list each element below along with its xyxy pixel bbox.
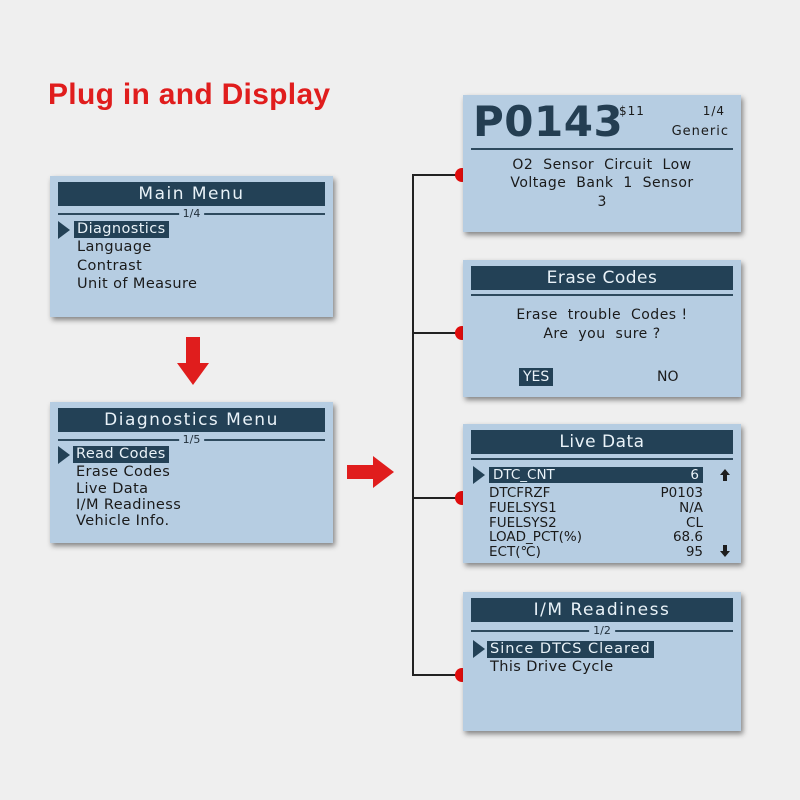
trouble-code: P0143 <box>473 97 624 146</box>
menu-item-vehicle-info[interactable]: Vehicle Info. <box>76 513 170 529</box>
selection-pointer-icon <box>58 221 70 239</box>
right-arrow-icon <box>347 456 394 488</box>
code-description-line-3: 3 <box>597 194 607 210</box>
menu-item-contrast[interactable]: Contrast <box>77 258 143 274</box>
erase-confirm-line-2: Are you sure ? <box>543 326 661 342</box>
pid-value: 68.6 <box>672 529 703 545</box>
scroll-down-icon[interactable] <box>720 545 730 557</box>
main-menu-title: Main Menu <box>58 182 325 206</box>
pid-value: 6 <box>690 467 699 483</box>
live-row[interactable]: FUELSYS2 CL <box>489 515 703 531</box>
pid-value: N/A <box>679 500 703 516</box>
erase-divider <box>471 294 733 296</box>
im-page-indicator: 1/2 <box>471 624 733 637</box>
live-row[interactable]: ECT(℃) 95 <box>489 544 703 560</box>
down-arrow-icon <box>177 337 209 385</box>
menu-item-live-data[interactable]: Live Data <box>76 481 149 497</box>
erase-codes-title: Erase Codes <box>471 266 733 290</box>
main-menu-page-indicator: 1/4 <box>58 207 325 220</box>
menu-item-language[interactable]: Language <box>77 239 152 255</box>
pid-name: FUELSYS2 <box>489 515 557 531</box>
branch-line-erase <box>412 332 462 334</box>
no-button[interactable]: NO <box>657 369 679 385</box>
live-row[interactable]: FUELSYS1 N/A <box>489 500 703 516</box>
trouble-code-screen: P0143 $11 1/4 Generic O2 Sensor Circuit … <box>463 95 741 232</box>
pid-name: FUELSYS1 <box>489 500 557 516</box>
live-row[interactable]: DTCFRZF P0103 <box>489 485 703 501</box>
menu-item-read-codes[interactable]: Read Codes <box>73 446 169 463</box>
live-row[interactable]: LOAD_PCT(%) 68.6 <box>489 529 703 545</box>
code-description-line-1: O2 Sensor Circuit Low <box>512 157 692 173</box>
diagnostics-menu-screen: Diagnostics Menu 1/5 Read Codes Erase Co… <box>50 402 333 543</box>
branch-vertical-line <box>412 174 414 676</box>
menu-item-this-drive-cycle[interactable]: This Drive Cycle <box>490 659 614 675</box>
code-divider <box>471 148 733 150</box>
live-data-title: Live Data <box>471 430 733 454</box>
selection-pointer-icon <box>473 466 485 484</box>
diagnostics-menu-title: Diagnostics Menu <box>58 408 325 432</box>
module-id: $11 <box>619 104 645 118</box>
pid-value: 95 <box>685 544 703 560</box>
menu-item-unit-of-measure[interactable]: Unit of Measure <box>77 276 198 292</box>
main-menu-page-text: 1/4 <box>178 207 205 220</box>
diagnostics-menu-page-indicator: 1/5 <box>58 433 325 446</box>
code-page-indicator: 1/4 <box>702 104 725 118</box>
im-readiness-title: I/M Readiness <box>471 598 733 622</box>
menu-item-im-readiness[interactable]: I/M Readiness <box>76 497 182 513</box>
menu-item-erase-codes[interactable]: Erase Codes <box>76 464 171 480</box>
pid-name: LOAD_PCT(%) <box>489 529 582 545</box>
code-type: Generic <box>671 124 729 139</box>
branch-line-im <box>412 674 462 676</box>
menu-item-diagnostics[interactable]: Diagnostics <box>74 221 169 238</box>
erase-codes-screen: Erase Codes Erase trouble Codes ! Are yo… <box>463 260 741 397</box>
diagnostics-menu-page-text: 1/5 <box>178 433 205 446</box>
pid-name: ECT(℃) <box>489 544 541 560</box>
im-readiness-screen: I/M Readiness 1/2 Since DTCS Cleared Thi… <box>463 592 741 731</box>
yes-button[interactable]: YES <box>519 368 554 386</box>
live-data-screen: Live Data DTC_CNT 6 DTCFRZF P0103 FUELSY… <box>463 424 741 563</box>
selection-pointer-icon <box>473 640 485 658</box>
selection-pointer-icon <box>58 446 70 464</box>
live-divider <box>471 458 733 460</box>
main-menu-screen: Main Menu 1/4 Diagnostics Language Contr… <box>50 176 333 317</box>
page-headline: Plug in and Display <box>48 78 331 111</box>
erase-confirm-line-1: Erase trouble Codes ! <box>516 307 688 323</box>
scroll-up-icon[interactable] <box>720 469 730 481</box>
code-description-line-2: Voltage Bank 1 Sensor <box>510 175 694 191</box>
pid-name: DTC_CNT <box>493 467 555 483</box>
live-row[interactable]: DTC_CNT 6 <box>489 467 703 483</box>
pid-value: CL <box>686 515 703 531</box>
branch-line-code <box>412 174 462 176</box>
menu-item-since-dtcs-cleared[interactable]: Since DTCS Cleared <box>487 641 654 658</box>
pid-name: DTCFRZF <box>489 485 551 501</box>
branch-line-live <box>412 497 462 499</box>
pid-value: P0103 <box>660 485 704 501</box>
im-page-text: 1/2 <box>589 624 615 637</box>
